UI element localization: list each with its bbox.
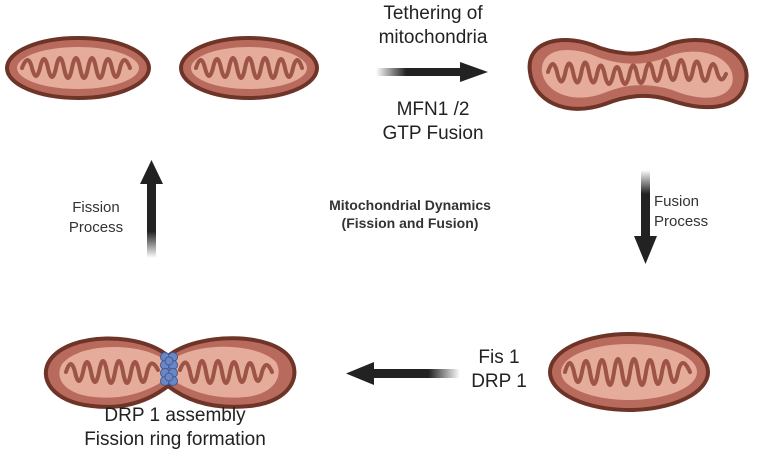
arrow-right-fusion: [376, 62, 488, 82]
mitochondrion-bottom-right: [548, 332, 710, 412]
arrow-up-fission: [140, 160, 163, 258]
drp-assembly-line-1: DRP 1 assembly: [104, 405, 246, 426]
mfn-line-1: MFN1 /2: [396, 99, 470, 120]
mitochondrion-middle: [179, 36, 319, 100]
mfn-label: MFN1 /2 GTP Fusion: [368, 98, 498, 146]
fis-drp-label: Fis 1 DRP 1: [464, 346, 534, 394]
center-title-line-2: (Fission and Fusion): [341, 215, 479, 231]
fission-process-line-2: Process: [68, 219, 124, 236]
center-title: Mitochondrial Dynamics (Fission and Fusi…: [305, 196, 515, 232]
mfn-line-2: GTP Fusion: [382, 123, 484, 144]
drp-assembly-label: DRP 1 assembly Fission ring formation: [70, 404, 280, 452]
center-title-line-1: Mitochondrial Dynamics: [329, 197, 491, 213]
mitochondrion-left: [5, 36, 151, 100]
tethering-line-1: Tethering of: [383, 3, 483, 24]
arrow-down-fusion: [634, 170, 657, 264]
mitochondrion-fused: [527, 38, 749, 111]
drp-assembly-line-2: Fission ring formation: [84, 429, 266, 450]
fis-line-2: DRP 1: [471, 371, 527, 392]
fission-process-label: Fission Process: [56, 198, 136, 238]
tethering-line-2: mitochondria: [378, 27, 488, 48]
fission-process-line-1: Fission: [72, 199, 120, 216]
tethering-label: Tethering of mitochondria: [363, 2, 503, 50]
arrow-left-fission: [346, 362, 460, 385]
drp1-ring: [160, 352, 178, 386]
fusion-process-line-1: Fusion: [654, 193, 700, 210]
fis-line-1: Fis 1: [478, 347, 520, 368]
fusion-process-label: Fusion Process: [654, 192, 734, 232]
fusion-process-line-2: Process: [654, 213, 709, 230]
mitochondrion-dividing: [43, 336, 297, 409]
